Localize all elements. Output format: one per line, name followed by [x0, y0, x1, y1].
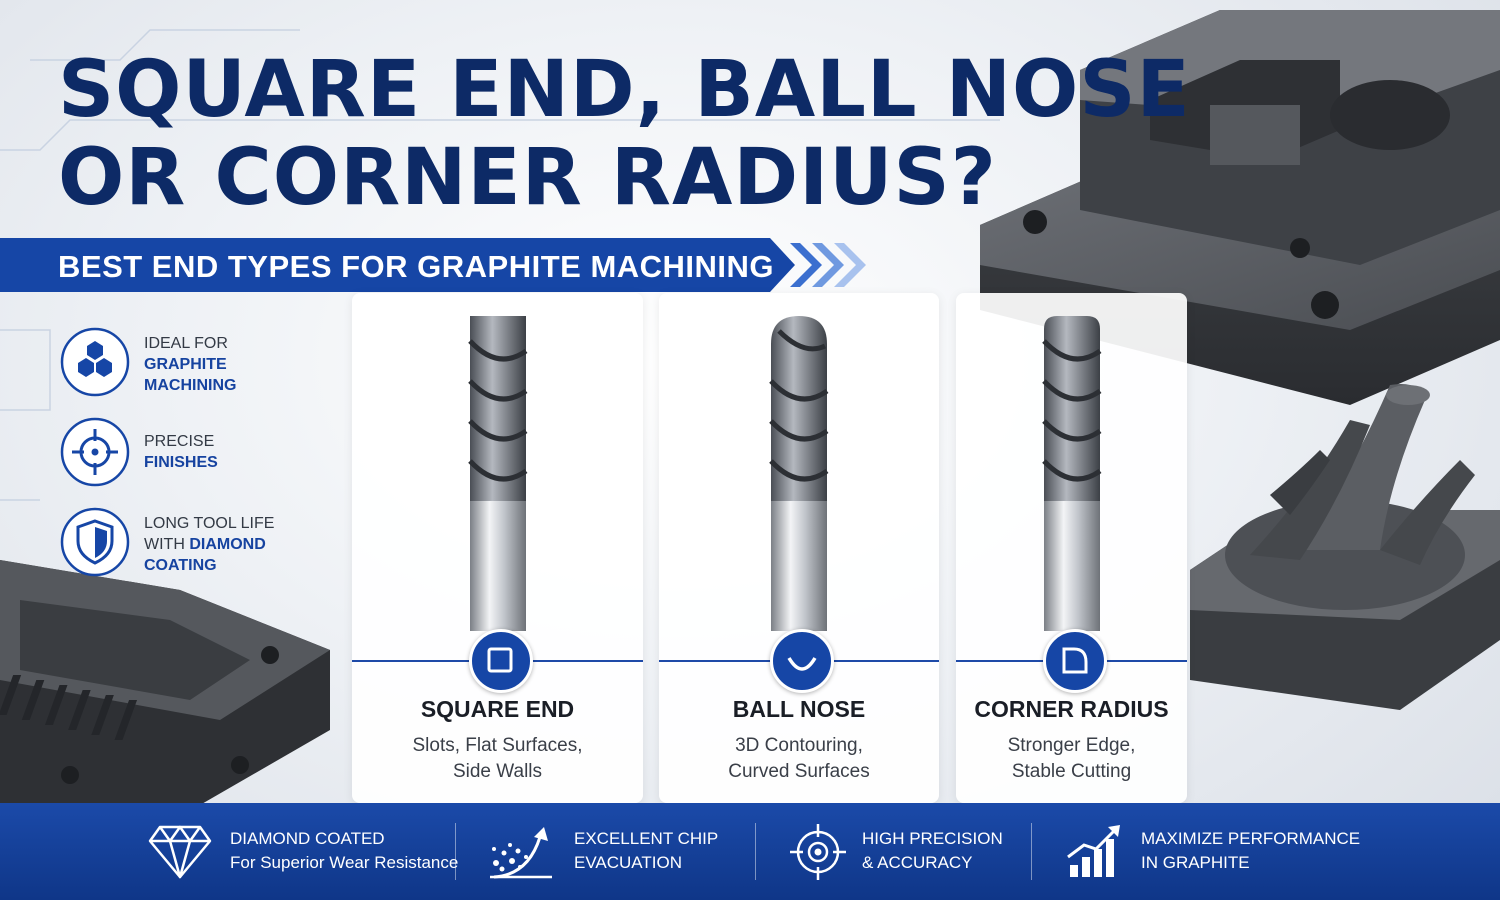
footer-line-1: EXCELLENT CHIP	[574, 829, 719, 848]
graphite-mold-block-right	[980, 10, 1500, 405]
feature-text-tool-life: LONG TOOL LIFE WITH DIAMOND COATING	[144, 513, 274, 576]
square-end-mill-image	[467, 316, 527, 631]
corner-radius-icon	[1062, 647, 1087, 674]
feature-highlight: GRAPHITE	[144, 356, 227, 373]
feature-line-plain: WITH	[144, 536, 190, 553]
crosshair-icon	[60, 417, 130, 487]
chip-evacuation-icon	[490, 827, 552, 879]
footer-line-1: MAXIMIZE PERFORMANCE	[1141, 829, 1361, 848]
feature-line: LONG TOOL LIFE	[144, 515, 275, 532]
hexagon-cluster-icon	[60, 327, 130, 397]
square-icon	[487, 647, 512, 673]
corner-radius-mill-image	[1041, 316, 1101, 631]
card-square-end: SQUARE END Slots, Flat Surfaces, Side Wa…	[352, 293, 643, 803]
card-desc-line: 3D Contouring,	[735, 735, 863, 756]
card-desc-line: Stronger Edge,	[1007, 735, 1136, 756]
footer-line-2: For Superior Wear Resistance	[230, 853, 459, 872]
banner-chevron-shape	[0, 238, 866, 292]
footer-line-2: IN GRAPHITE	[1141, 853, 1250, 872]
graphite-mold-block-left	[0, 560, 330, 805]
growth-chart-icon	[1067, 825, 1120, 877]
card-desc-line: Slots, Flat Surfaces,	[412, 735, 583, 756]
arc-icon	[787, 657, 817, 671]
feature-line-mixed: WITH DIAMOND	[144, 534, 274, 555]
feature-line: IDEAL FOR	[144, 335, 228, 352]
square-end-badge	[468, 629, 533, 693]
graphite-impeller-part	[1190, 384, 1500, 710]
footer-text: EXCELLENT CHIP EVACUATION	[574, 827, 718, 875]
card-desc-line: Stable Cutting	[1011, 761, 1132, 782]
title-line-1: SQUARE END, BALL NOSE	[58, 45, 1191, 135]
footer-line-2: & ACCURACY	[862, 853, 973, 872]
ball-nose-badge	[770, 629, 834, 693]
subtitle-banner: BEST END TYPES FOR GRAPHITE MACHINING	[0, 238, 866, 292]
feature-item-graphite: IDEAL FOR GRAPHITE MACHINING	[60, 327, 340, 399]
corner-radius-badge	[1042, 629, 1107, 693]
card-desc-line: Curved Surfaces	[728, 761, 870, 782]
feature-line: PRECISE	[144, 433, 215, 450]
feature-item-tool-life: LONG TOOL LIFE WITH DIAMOND COATING	[60, 507, 340, 579]
feature-line-highlight: DIAMOND	[189, 536, 266, 553]
feature-highlight: MACHINING	[144, 377, 237, 394]
subtitle-text: BEST END TYPES FOR GRAPHITE MACHINING	[58, 249, 775, 284]
shield-icon	[60, 507, 130, 577]
feature-text-finishes: PRECISE FINISHES	[144, 431, 218, 473]
title-line-2: OR CORNER RADIUS?	[58, 133, 997, 223]
card-title: CORNER RADIUS	[974, 696, 1169, 722]
card-desc-line: Side Walls	[452, 761, 543, 782]
footer-separator	[1031, 823, 1032, 880]
card-description: Stronger Edge, Stable Cutting	[956, 733, 1187, 785]
footer-line-2: EVACUATION	[574, 853, 682, 872]
ball-nose-mill-image	[769, 316, 829, 631]
feature-text-graphite: IDEAL FOR GRAPHITE MACHINING	[144, 333, 236, 396]
card-title: SQUARE END	[420, 696, 575, 722]
footer-text: DIAMOND COATED For Superior Wear Resista…	[230, 827, 458, 875]
footer-line-1: HIGH PRECISION	[862, 829, 1003, 848]
feature-highlight: FINISHES	[144, 454, 218, 471]
footer-separator	[455, 823, 456, 880]
card-title: BALL NOSE	[732, 696, 866, 722]
footer-text: HIGH PRECISION & ACCURACY	[862, 827, 1003, 875]
footer-line-1: DIAMOND COATED	[230, 829, 385, 848]
footer-benefits-bar: DIAMOND COATED For Superior Wear Resista…	[0, 803, 1500, 900]
card-ball-nose: BALL NOSE 3D Contouring, Curved Surfaces	[659, 293, 939, 803]
feature-highlight: COATING	[144, 557, 217, 574]
main-title: SQUARE END, BALL NOSE OR CORNER RADIUS?	[58, 45, 1191, 223]
target-icon	[790, 824, 846, 880]
card-corner-radius: CORNER RADIUS Stronger Edge, Stable Cutt…	[956, 293, 1187, 803]
card-description: Slots, Flat Surfaces, Side Walls	[352, 733, 643, 785]
footer-text: MAXIMIZE PERFORMANCE IN GRAPHITE	[1141, 827, 1360, 875]
footer-separator	[755, 823, 756, 880]
diamond-icon	[148, 825, 212, 879]
feature-item-finishes: PRECISE FINISHES	[60, 417, 340, 489]
card-description: 3D Contouring, Curved Surfaces	[659, 733, 939, 785]
